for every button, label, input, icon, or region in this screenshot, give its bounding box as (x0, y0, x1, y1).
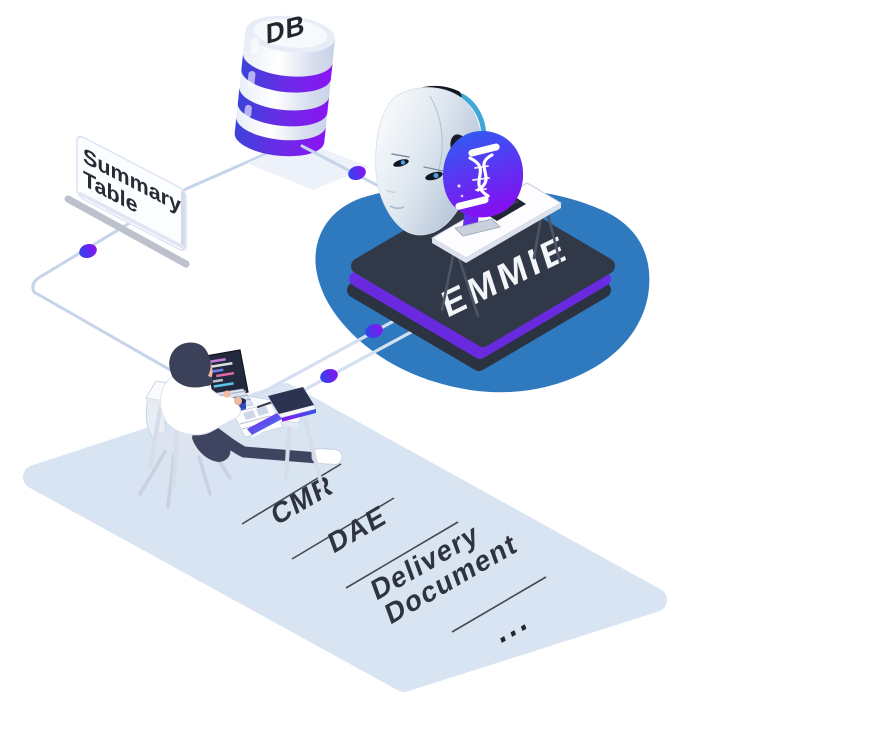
summary-table-sign-icon: Summary Table (64, 135, 190, 268)
book (268, 387, 317, 422)
person-hair (169, 342, 214, 388)
connector-db-to-emmie (300, 144, 394, 195)
connector-desk-to-emmie-1 (250, 308, 416, 400)
dna-screen-icon (442, 131, 524, 218)
document-separator-lines (241, 463, 547, 633)
robot-eyes (391, 153, 444, 181)
sign-stand-bar (64, 195, 190, 268)
data-dot-db-emmie (348, 165, 366, 181)
documents-plane-surface (23, 383, 667, 692)
ruler (247, 413, 282, 438)
person-at-desk-icon (138, 342, 343, 508)
person-hand-2 (223, 390, 231, 398)
laptop-code-lines (209, 358, 235, 388)
data-dot-card-person (79, 243, 97, 259)
data-dot-desk-emmie-2 (320, 368, 338, 384)
db-cylinder-icon: DB (234, 8, 369, 190)
person-shoe (311, 447, 343, 466)
person-arm (195, 389, 237, 407)
data-dot-desk-emmie-1 (365, 323, 383, 339)
person-hand (234, 397, 242, 405)
connector-dot-icon (79, 165, 383, 384)
dna-helix (455, 143, 500, 210)
documents-plane: CMR DAE Delivery Document ... (23, 383, 667, 692)
connector-card-to-person (31, 187, 202, 389)
